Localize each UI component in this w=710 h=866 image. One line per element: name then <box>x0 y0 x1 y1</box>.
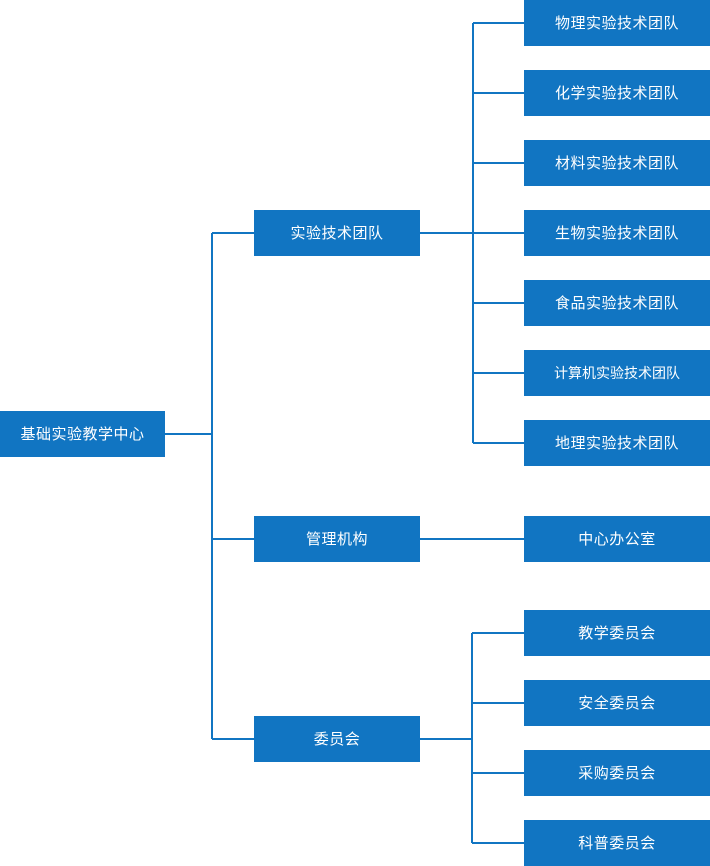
node-leaf-label: 科普委员会 <box>578 834 656 852</box>
node-leaf-procurement-committee[interactable]: 采购委员会 <box>524 750 710 796</box>
node-leaf-label: 采购委员会 <box>578 764 656 782</box>
node-leaf-biology-team[interactable]: 生物实验技术团队 <box>524 210 710 256</box>
node-leaf-label: 教学委员会 <box>578 624 656 642</box>
node-leaf-food-team[interactable]: 食品实验技术团队 <box>524 280 710 326</box>
node-leaf-label: 食品实验技术团队 <box>554 294 679 312</box>
node-leaf-materials-team[interactable]: 材料实验技术团队 <box>524 140 710 186</box>
node-leaf-label: 物理实验技术团队 <box>554 14 679 32</box>
node-leaf-label: 化学实验技术团队 <box>554 84 679 102</box>
node-branch-committees[interactable]: 委员会 <box>254 716 420 762</box>
node-branch-experiment-teams[interactable]: 实验技术团队 <box>254 210 420 256</box>
node-leaf-teaching-committee[interactable]: 教学委员会 <box>524 610 710 656</box>
node-leaf-label: 材料实验技术团队 <box>554 154 679 172</box>
node-leaf-science-popularization-committee[interactable]: 科普委员会 <box>524 820 710 866</box>
node-leaf-chemistry-team[interactable]: 化学实验技术团队 <box>524 70 710 116</box>
node-leaf-physics-team[interactable]: 物理实验技术团队 <box>524 0 710 46</box>
node-branch-label: 管理机构 <box>305 530 368 548</box>
node-leaf-geography-team[interactable]: 地理实验技术团队 <box>524 420 710 466</box>
node-leaf-center-office[interactable]: 中心办公室 <box>524 516 710 562</box>
node-branch-management[interactable]: 管理机构 <box>254 516 420 562</box>
node-root-label: 基础实验教学中心 <box>20 425 145 443</box>
node-leaf-label: 计算机实验技术团队 <box>554 365 680 381</box>
node-leaf-safety-committee[interactable]: 安全委员会 <box>524 680 710 726</box>
node-leaf-label: 安全委员会 <box>578 694 656 712</box>
node-root[interactable]: 基础实验教学中心 <box>0 411 165 457</box>
node-branch-label: 实验技术团队 <box>290 224 384 242</box>
node-branch-label: 委员会 <box>313 730 361 748</box>
node-leaf-label: 中心办公室 <box>578 530 656 548</box>
node-leaf-computer-team[interactable]: 计算机实验技术团队 <box>524 350 710 396</box>
node-leaf-label: 生物实验技术团队 <box>554 224 679 242</box>
node-leaf-label: 地理实验技术团队 <box>554 434 679 452</box>
